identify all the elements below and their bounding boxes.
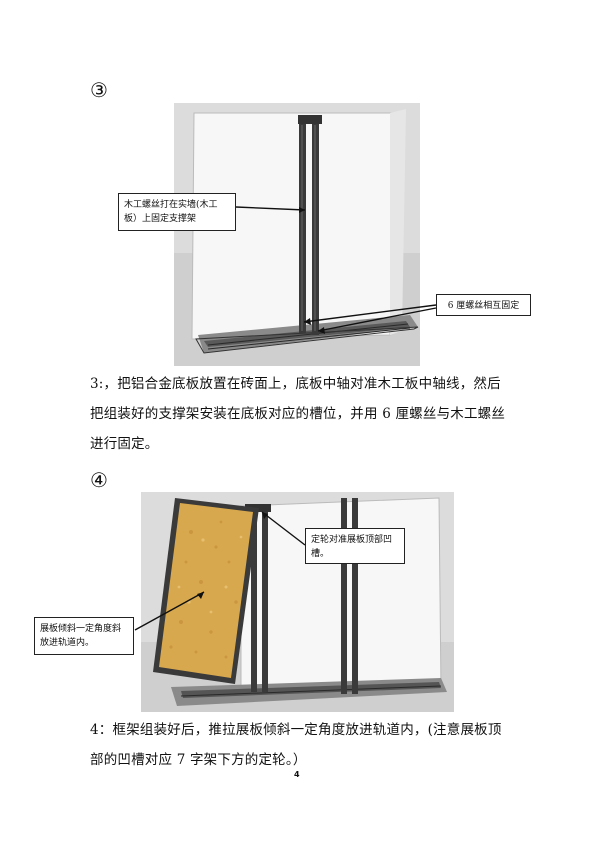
step-3-marker: ③ (90, 78, 108, 102)
callout-bolt-fix: 6 厘螺丝相互固定 (436, 294, 531, 316)
step-3-paragraph: 3:，把铝合金底板放置在砖面上，底板中轴对准木工板中轴线，然后把组装好的支撑架安… (90, 376, 506, 452)
callout-fixed-wheel: 定轮对准展板顶部凹槽。 (305, 528, 405, 564)
figure-3-drawing (174, 103, 420, 366)
step-4-paragraph: 4：框架组装好后，推拉展板倾斜一定角度放进轨道内，(注意展板顶部的凹槽对应 7 … (90, 722, 502, 768)
figure-3-illustration (174, 103, 420, 366)
step-4-marker: ④ (90, 468, 108, 492)
page-number: 4 (294, 770, 300, 779)
callout-wood-screw: 木工螺丝打在实墙(木工板）上固定支撑架 (118, 193, 236, 231)
callout-panel-tilt: 展板倾斜一定角度斜放进轨道内。 (34, 617, 134, 655)
